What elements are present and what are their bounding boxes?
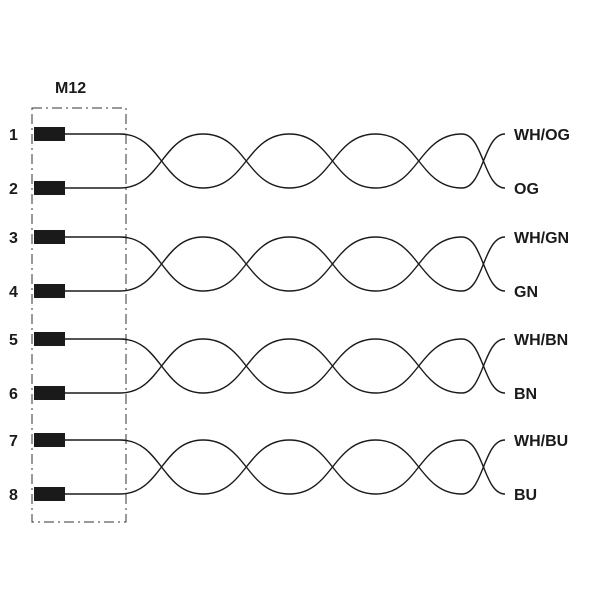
wire <box>65 236 506 292</box>
pair-group: 7 8 WH/BU BU <box>9 433 568 504</box>
pin-number: 4 <box>9 284 18 301</box>
pin-contact <box>34 181 65 195</box>
pin-number: 1 <box>9 127 18 144</box>
wire-color-label: BU <box>514 487 537 504</box>
wire <box>65 439 506 495</box>
pin-number: 2 <box>9 181 18 198</box>
pin-contact <box>34 332 65 346</box>
wire <box>65 338 506 394</box>
wire <box>65 236 506 292</box>
pin-contact <box>34 433 65 447</box>
pin-contact <box>34 284 65 298</box>
pair-group: 1 2 WH/OG OG <box>9 127 570 198</box>
pin-number: 8 <box>9 487 18 504</box>
wire <box>65 133 506 189</box>
pin-number: 3 <box>9 230 18 247</box>
wire <box>65 133 506 189</box>
wire-color-label: OG <box>514 181 539 198</box>
pin-number: 7 <box>9 433 18 450</box>
wire-color-label: BN <box>514 386 537 403</box>
connector-label: M12 <box>55 80 86 97</box>
wire <box>65 338 506 394</box>
pair-group: 5 6 WH/BN BN <box>9 332 568 403</box>
pair-group: 3 4 WH/GN GN <box>9 230 569 301</box>
pin-contact <box>34 487 65 501</box>
pin-number: 5 <box>9 332 18 349</box>
connector-frame <box>31 107 127 523</box>
wire <box>65 439 506 495</box>
pin-contact <box>34 230 65 244</box>
wire-color-label: GN <box>514 284 538 301</box>
pin-contact <box>34 386 65 400</box>
twisted-pairs: 1 2 WH/OG OG 3 4 WH/GN GN 5 6 WH/BN BN 7 8 WH/BU BU <box>9 127 570 504</box>
pin-number: 6 <box>9 386 18 403</box>
wire-color-label: WH/BU <box>514 433 568 450</box>
wire-color-label: WH/BN <box>514 332 568 349</box>
pin-contact <box>34 127 65 141</box>
wire-color-label: WH/OG <box>514 127 570 144</box>
wire-color-label: WH/GN <box>514 230 569 247</box>
